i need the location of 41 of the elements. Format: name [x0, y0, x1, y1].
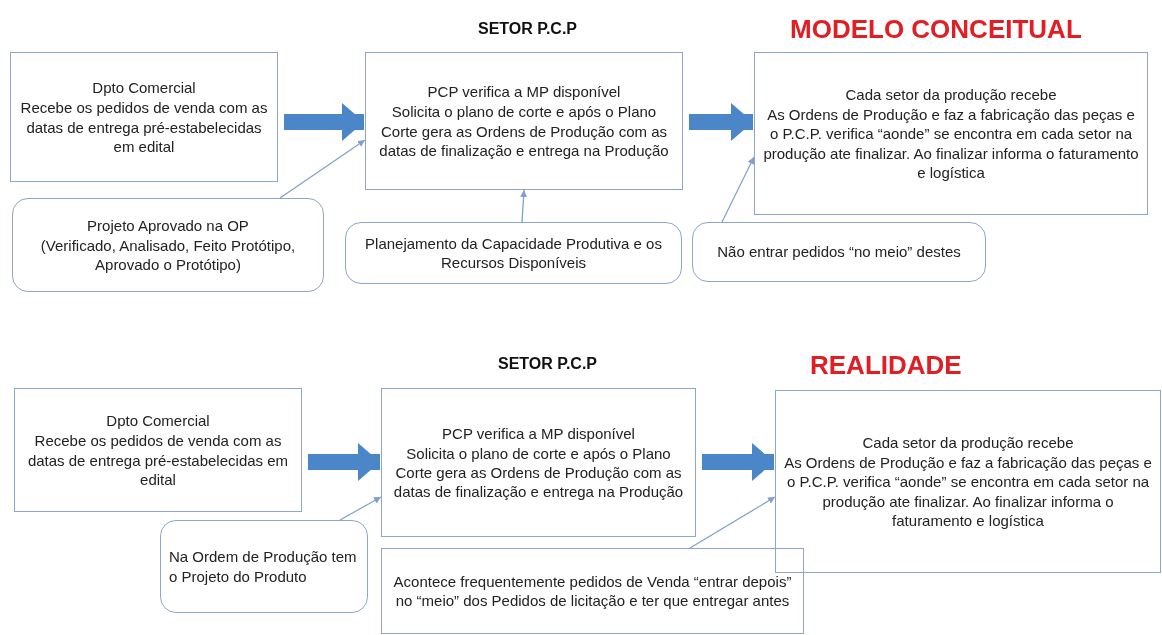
block-arrow [308, 443, 380, 481]
block-arrow [284, 103, 364, 141]
box-text: Dpto Comercial [92, 78, 196, 98]
box-text: Recebe os pedidos de venda com as datas de entrega pré-estabelecidas em edital [26, 431, 290, 489]
box-text: PCP verifica a MP disponível [427, 82, 621, 102]
process-box [775, 390, 1161, 573]
process-box [381, 548, 804, 634]
box-text: Cada setor da produção recebe [862, 433, 1074, 453]
box-text: Não entrar pedidos “no meio” destes [717, 242, 961, 262]
block-arrow [689, 103, 753, 141]
leader-line [339, 496, 382, 521]
process-box [14, 388, 302, 512]
box-text: (Verificado, Analisado, Feito Protótipo, Aprovado o Protótipo) [39, 235, 297, 275]
box-text: PCP verifica a MP disponível [442, 423, 635, 443]
note-box [12, 198, 324, 292]
section-title: REALIDADE [810, 350, 962, 381]
note-box [160, 520, 368, 613]
box-text: Cada setor da produção recebe [845, 85, 1057, 105]
process-box [10, 52, 278, 182]
process-box [754, 52, 1148, 215]
process-box [365, 52, 683, 190]
leader-line [721, 156, 755, 223]
note-box [692, 222, 986, 282]
box-text: Planejamento da Capacidade Produtiva e os Recursos Disponíveis [364, 233, 663, 273]
box-text: Na Ordem de Produção tem o Projeto do Produto [169, 547, 358, 586]
process-box [381, 388, 696, 537]
box-text: Solicita o plano de corte e após o Plano Corte gera as Ordens de Produção com as datas de finalização e entrega na Produção [392, 443, 685, 502]
sector-heading: SETOR P.C.P [478, 20, 577, 38]
leader-line [520, 189, 528, 223]
block-arrow [702, 443, 774, 481]
sector-heading: SETOR P.C.P [498, 355, 597, 373]
box-text: Solicita o plano de corte e após o Plano Corte gera as Ordens de Produção com as datas de finalização e entrega na Produção [378, 102, 670, 160]
box-text: Projeto Aprovado na OP [87, 215, 249, 235]
box-text: As Ordens de Produção e faz a fabricação das peças e o P.C.P. verifica “aonde” se encontra em cada setor na produção ate finalizar. Ao finalizar informa o faturamento e logística [784, 453, 1152, 530]
section-title: MODELO CONCEITUAL [790, 14, 1082, 45]
leader-line [279, 139, 366, 199]
box-text: Recebe os pedidos de venda com as datas de entrega pré-estabelecidas em edital [19, 98, 269, 156]
note-box [345, 222, 682, 284]
box-text: Acontece frequentemente pedidos de Venda “entrar depois” no “meio” dos Pedidos de licitação e ter que entregar antes [392, 571, 793, 611]
box-text: Dpto Comercial [106, 411, 210, 431]
box-text: As Ordens de Produção e faz a fabricação das peças e o P.C.P. verifica “aonde” se encontra em cada setor na produção ate finalizar. Ao finalizar informa o faturamento e logística [763, 105, 1139, 182]
